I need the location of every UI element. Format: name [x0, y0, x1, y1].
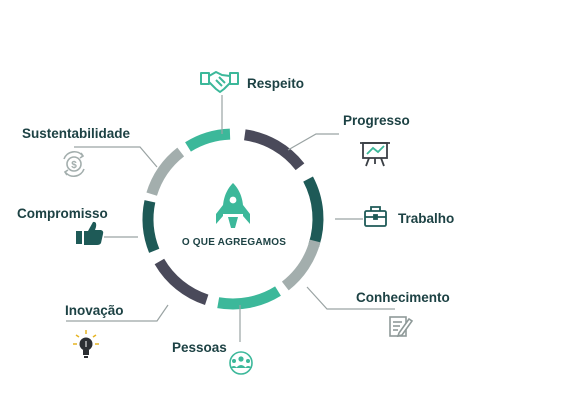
sustainability-coin-icon: $ — [63, 150, 85, 178]
ring-segments — [142, 128, 324, 310]
segment-respeito — [185, 128, 231, 152]
label-conhecimento: Conhecimento — [356, 290, 450, 305]
label-sustentabilidade: Sustentabilidade — [22, 126, 131, 141]
connector-inovacao — [66, 304, 169, 322]
segment-sustentabilidade — [146, 147, 185, 196]
segment-progresso — [243, 129, 305, 171]
svg-text:$: $ — [71, 160, 77, 171]
segment-pessoas — [217, 286, 281, 310]
label-trabalho: Trabalho — [398, 211, 455, 226]
label-respeito: Respeito — [247, 76, 305, 91]
segment-conhecimento — [281, 239, 321, 291]
segment-trabalho — [303, 176, 324, 248]
label-inovacao: Inovação — [65, 303, 124, 318]
briefcase-icon — [364, 206, 387, 227]
segment-inovacao — [154, 258, 209, 306]
connector-progresso — [287, 133, 339, 151]
center-title: O QUE AGREGAMOS — [181, 237, 287, 248]
label-compromisso: Compromisso — [17, 206, 108, 221]
connector-sustentabilidade — [74, 146, 158, 168]
label-progresso: Progresso — [343, 113, 410, 128]
connector-conhecimento — [306, 286, 395, 310]
presentation-board-icon — [360, 142, 390, 167]
rocket-icon — [216, 183, 250, 228]
handshake-icon — [200, 71, 239, 93]
connector-lines — [66, 95, 395, 342]
lightbulb-icon — [73, 330, 99, 358]
thumbs-up-icon — [76, 221, 104, 245]
label-pessoas: Pessoas — [172, 340, 227, 355]
people-group-icon — [229, 351, 253, 375]
segment-compromisso — [142, 200, 160, 253]
document-edit-icon — [389, 316, 414, 338]
